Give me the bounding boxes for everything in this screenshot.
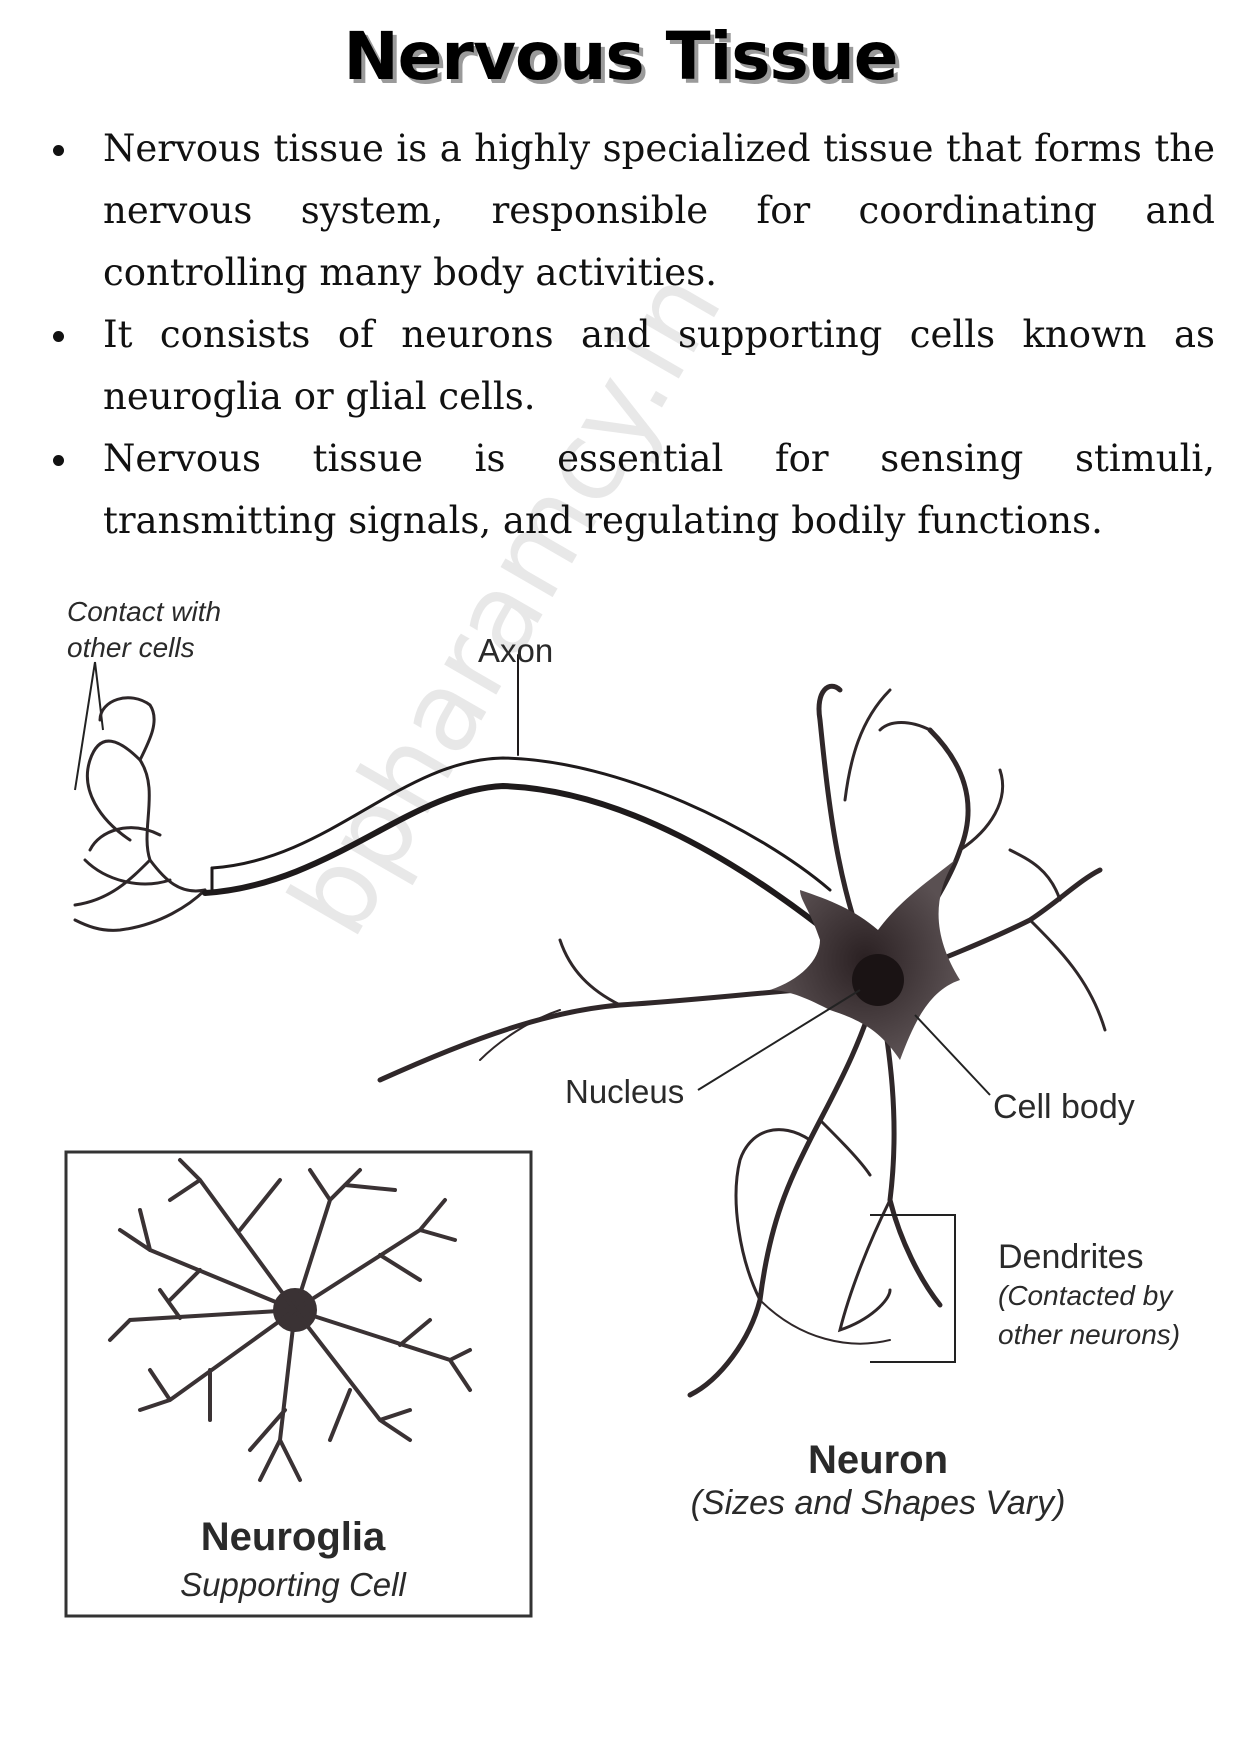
leader-lines: [697, 989, 991, 1363]
dendrites-bracket: [870, 1214, 956, 1363]
neuron-title: Neuron: [808, 1438, 948, 1482]
bullet-text: Nervous tissue is essential for sensing …: [103, 437, 1215, 542]
bullet-text: It consists of neurons and supporting ce…: [103, 313, 1215, 418]
bullet-icon: [53, 455, 64, 466]
dendrites-note-line2: other neurons): [998, 1319, 1181, 1350]
dendrites-label: Dendrites: [998, 1238, 1144, 1276]
neuroglia-subtitle: Supporting Cell: [180, 1566, 406, 1603]
dendrites: [377, 683, 1107, 1398]
page-title: Nervous Tissue: [343, 18, 898, 95]
bullet-item: Nervous tissue is a highly specialized t…: [53, 118, 1215, 304]
nucleus-shape: [852, 954, 904, 1006]
cell-body-label: Cell body: [993, 1088, 1135, 1126]
axon: [202, 654, 853, 953]
contact-label-line2: other cells: [67, 632, 195, 663]
cell-body: [770, 860, 960, 1060]
bullet-item: It consists of neurons and supporting ce…: [53, 304, 1215, 428]
bullet-item: Nervous tissue is essential for sensing …: [53, 428, 1215, 552]
dendrites-note-line1: (Contacted by: [998, 1280, 1173, 1311]
neuroglia-title: Neuroglia: [200, 1515, 386, 1559]
neuroglia-cell: [108, 1158, 472, 1482]
nucleus-label: Nucleus: [565, 1073, 685, 1110]
neuroglia-box: [64, 1150, 533, 1618]
contact-label-line1: Contact with: [67, 596, 222, 627]
bullet-icon: [53, 331, 64, 342]
axon-terminal: [73, 696, 207, 932]
bullet-icon: [53, 145, 64, 156]
contact-pointer: [74, 661, 104, 791]
axon-label: Axon: [478, 632, 554, 669]
bullet-text: Nervous tissue is a highly specialized t…: [103, 127, 1215, 294]
bullet-list: Nervous tissue is a highly specialized t…: [53, 118, 1215, 552]
neuron-subtitle: (Sizes and Shapes Vary): [690, 1484, 1066, 1522]
